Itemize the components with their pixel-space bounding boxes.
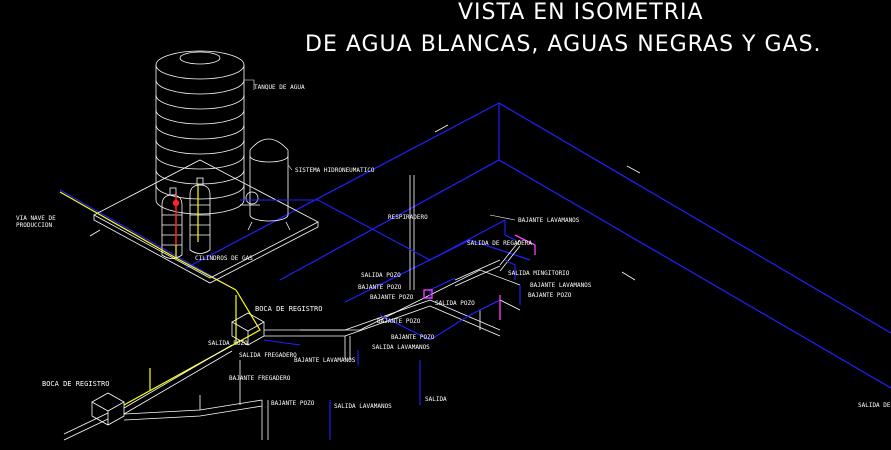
label-respiradero: RESPIRADERO (388, 214, 428, 221)
water-supply-pipes (240, 199, 521, 440)
label-salida-right: SALIDA DE (858, 402, 891, 409)
label-cilindros: CILINDROS DE GAS (195, 255, 253, 262)
label-salida-fregadero: SALIDA FREGADERO (239, 352, 297, 359)
label-boca-registro-2: BOCA DE REGISTRO (42, 380, 110, 388)
label-salida-mingitorio: SALIDA MINGITORIO (508, 270, 570, 277)
label-hidroneumatico: SISTEMA HIDRONEUMATICO (295, 167, 375, 174)
gas-valve-red (172, 195, 180, 245)
tank-platform (93, 159, 319, 284)
registry-box-lower (91, 392, 125, 426)
drain-pipes (63, 175, 521, 441)
wall-arrows (89, 124, 641, 281)
label-bajante-pozo-4: BAJANTE POZO (377, 318, 421, 325)
label-bajante-pozo-7: BAJANTE POZO (271, 400, 315, 407)
label-salida-lavamanos-1: SALIDA LAVAMANOS (372, 344, 430, 351)
label-bajante-lavamanos-3: BAJANTE LAVAMANOS (294, 357, 356, 364)
label-salida-pozo-1: SALIDA POZO (361, 272, 401, 279)
gas-line-yellow (59, 185, 261, 406)
label-salida-pozo-6: SALIDA POZO (208, 340, 248, 347)
gas-cylinders (161, 177, 211, 259)
title-line-2: DE AGUA BLANCAS, AGUAS NEGRAS Y GAS. (305, 32, 822, 57)
blue-wall-lines (59, 102, 891, 389)
label-salida-lavamanos-2: SALIDA LAVAMANOS (334, 403, 392, 410)
magenta-fittings (423, 234, 536, 320)
label-salida-pozo-8: SALIDA (425, 396, 447, 403)
label-boca-registro-1: BOCA DE REGISTRO (255, 305, 323, 313)
title-line-1: VISTA EN ISOMETRIA (458, 0, 704, 25)
label-bajante-lavamanos-1: BAJANTE LAVAMANOS (518, 217, 580, 224)
label-tanque: TANQUE DE AGUA (254, 84, 305, 91)
label-bajante-pozo-1: BAJANTE POZO (528, 292, 572, 299)
label-via-nave-2: PRODUCCION (16, 222, 53, 229)
label-bajante-fregadero: BAJANTE FREGADERO (229, 375, 291, 382)
hydropneumatic-tank (240, 138, 291, 231)
label-bajante-lavamanos-2: BAJANTE LAVAMANOS (530, 282, 592, 289)
label-salida-pozo-2: SALIDA POZO (435, 300, 475, 307)
label-bajante-pozo-5: BAJANTE POZO (391, 334, 435, 341)
label-bajante-pozo-2: BAJANTE POZO (358, 284, 402, 291)
label-bajante-pozo-3: BAJANTE POZO (370, 294, 414, 301)
label-via-nave-1: VIA NAVE DE (16, 215, 56, 222)
label-salida-regadera: SALIDA DE REGADERA (467, 240, 533, 247)
water-tank (155, 50, 245, 215)
registry-box-upper (231, 312, 265, 346)
leader-lines (244, 79, 516, 221)
